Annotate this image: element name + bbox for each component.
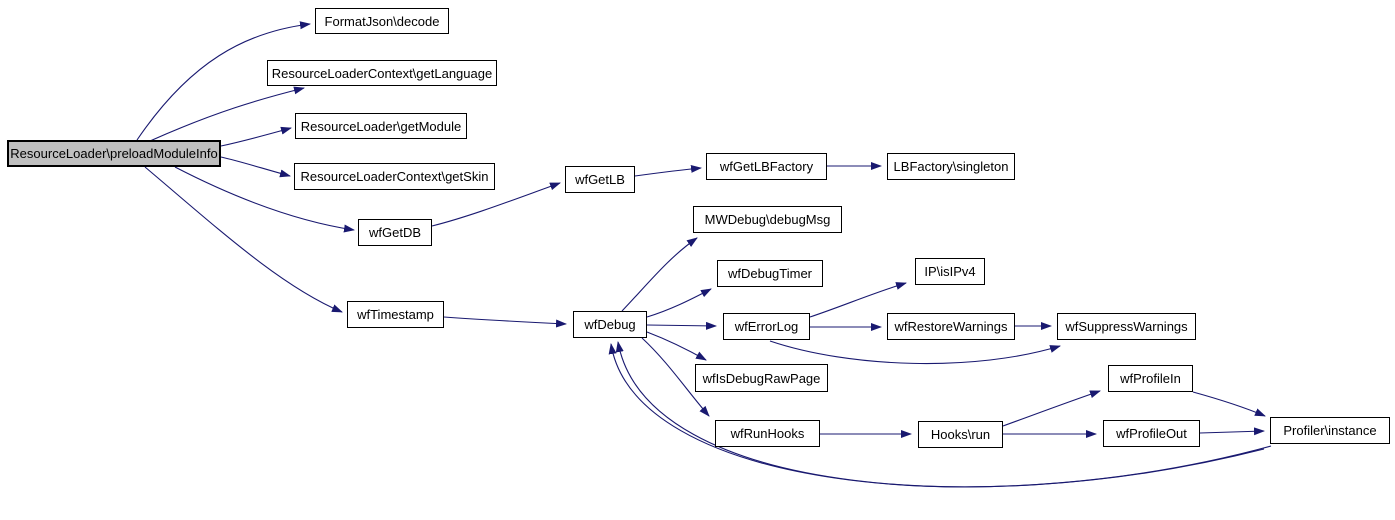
edge-preload-module-info-to-wf-get-db	[174, 166, 355, 233]
node-label: IP\isIPv4	[924, 264, 976, 279]
node-label: wfDebugTimer	[727, 266, 813, 281]
edge-wf-timestamp-to-wf-debug	[443, 316, 567, 328]
node-label: ResourceLoaderContext\getSkin	[300, 169, 489, 184]
node-label: MWDebug\debugMsg	[704, 212, 831, 227]
node-label: LBFactory\singleton	[893, 159, 1009, 174]
edge-preload-module-info-to-format-json-decode	[136, 21, 311, 141]
edge-wf-get-db-to-wf-get-lb	[431, 182, 561, 227]
node-wf-timestamp[interactable]: wfTimestamp	[347, 301, 444, 328]
node-label: ResourceLoader\getModule	[300, 118, 462, 134]
edge-preload-module-info-to-rlc-get-skin	[220, 156, 291, 178]
node-profiler-instance[interactable]: Profiler\instance	[1270, 417, 1390, 444]
node-mw-debug-msg[interactable]: MWDebug\debugMsg	[693, 206, 842, 233]
node-preload-module-info: ResourceLoader\preloadModuleInfo	[7, 140, 221, 167]
node-wf-error-log[interactable]: wfErrorLog	[723, 313, 810, 340]
node-rlc-get-skin[interactable]: ResourceLoaderContext\getSkin	[294, 163, 495, 190]
node-label: wfProfileIn	[1120, 371, 1181, 386]
node-wf-debug-timer[interactable]: wfDebugTimer	[717, 260, 823, 287]
node-label: wfGetDB	[368, 225, 421, 240]
node-label: wfDebug	[584, 317, 636, 332]
node-format-json-decode[interactable]: FormatJson\decode	[315, 8, 449, 34]
edge-group	[136, 21, 1272, 488]
edge-profiler-instance-to-wf-debug	[608, 343, 1265, 488]
node-wf-debug[interactable]: wfDebug	[573, 311, 647, 338]
node-hooks-run[interactable]: Hooks\run	[918, 421, 1003, 448]
node-wf-is-debug-raw-page[interactable]: wfIsDebugRawPage	[695, 364, 828, 392]
edge-wf-get-lb-to-wf-get-lb-factory	[634, 164, 702, 177]
edge-wf-debug-to-wf-error-log	[646, 321, 717, 330]
node-label: wfRestoreWarnings	[894, 319, 1008, 334]
edge-wf-error-log-to-wf-suppress-warnings	[769, 340, 1061, 365]
node-label: wfProfileOut	[1116, 426, 1187, 441]
node-wf-profile-out[interactable]: wfProfileOut	[1103, 420, 1200, 447]
edge-wf-error-log-to-ip-is-ipv4	[809, 282, 907, 318]
node-label: ResourceLoader\preloadModuleInfo	[10, 146, 218, 161]
edge-wf-debug-to-mw-debug-msg	[621, 237, 698, 312]
node-wf-run-hooks[interactable]: wfRunHooks	[715, 420, 820, 447]
node-rlc-get-language[interactable]: ResourceLoaderContext\getLanguage	[267, 60, 497, 86]
node-label: wfGetLB	[575, 172, 625, 187]
edge-preload-module-info-to-rlc-get-language	[149, 86, 305, 142]
edge-preload-module-info-to-wf-timestamp	[144, 166, 343, 313]
node-label: wfRunHooks	[730, 426, 805, 441]
node-label: wfTimestamp	[357, 307, 434, 322]
edge-preload-module-info-to-rl-get-module	[220, 126, 292, 147]
edge-wf-profile-out-to-profiler-instance	[1199, 427, 1265, 436]
node-label: Hooks\run	[930, 427, 991, 442]
edge-wf-debug-to-wf-is-debug-raw-page	[646, 331, 707, 361]
node-wf-profile-in[interactable]: wfProfileIn	[1108, 365, 1193, 392]
node-label: Profiler\instance	[1283, 423, 1377, 438]
node-label: wfSuppressWarnings	[1065, 319, 1188, 334]
edge-wf-debug-to-wf-debug-timer	[646, 288, 712, 318]
node-rl-get-module[interactable]: ResourceLoader\getModule	[295, 113, 467, 139]
node-label: wfGetLBFactory	[719, 159, 814, 174]
edge-wf-debug-to-wf-run-hooks	[641, 337, 710, 417]
node-wf-get-db[interactable]: wfGetDB	[358, 219, 432, 246]
node-wf-get-lb-factory[interactable]: wfGetLBFactory	[706, 153, 827, 180]
node-label: wfErrorLog	[734, 319, 799, 334]
node-label: FormatJson\decode	[324, 13, 440, 29]
edge-wf-profile-in-to-profiler-instance	[1192, 391, 1266, 417]
node-wf-suppress-warnings[interactable]: wfSuppressWarnings	[1057, 313, 1196, 340]
node-wf-restore-warnings[interactable]: wfRestoreWarnings	[887, 313, 1015, 340]
node-wf-get-lb[interactable]: wfGetLB	[565, 166, 635, 193]
node-lb-factory-singleton[interactable]: LBFactory\singleton	[887, 153, 1015, 180]
node-ip-is-ipv4[interactable]: IP\isIPv4	[915, 258, 985, 285]
edge-hooks-run-to-wf-profile-in	[1002, 390, 1101, 427]
node-label: wfIsDebugRawPage	[702, 370, 821, 386]
node-label: ResourceLoaderContext\getLanguage	[271, 65, 493, 81]
